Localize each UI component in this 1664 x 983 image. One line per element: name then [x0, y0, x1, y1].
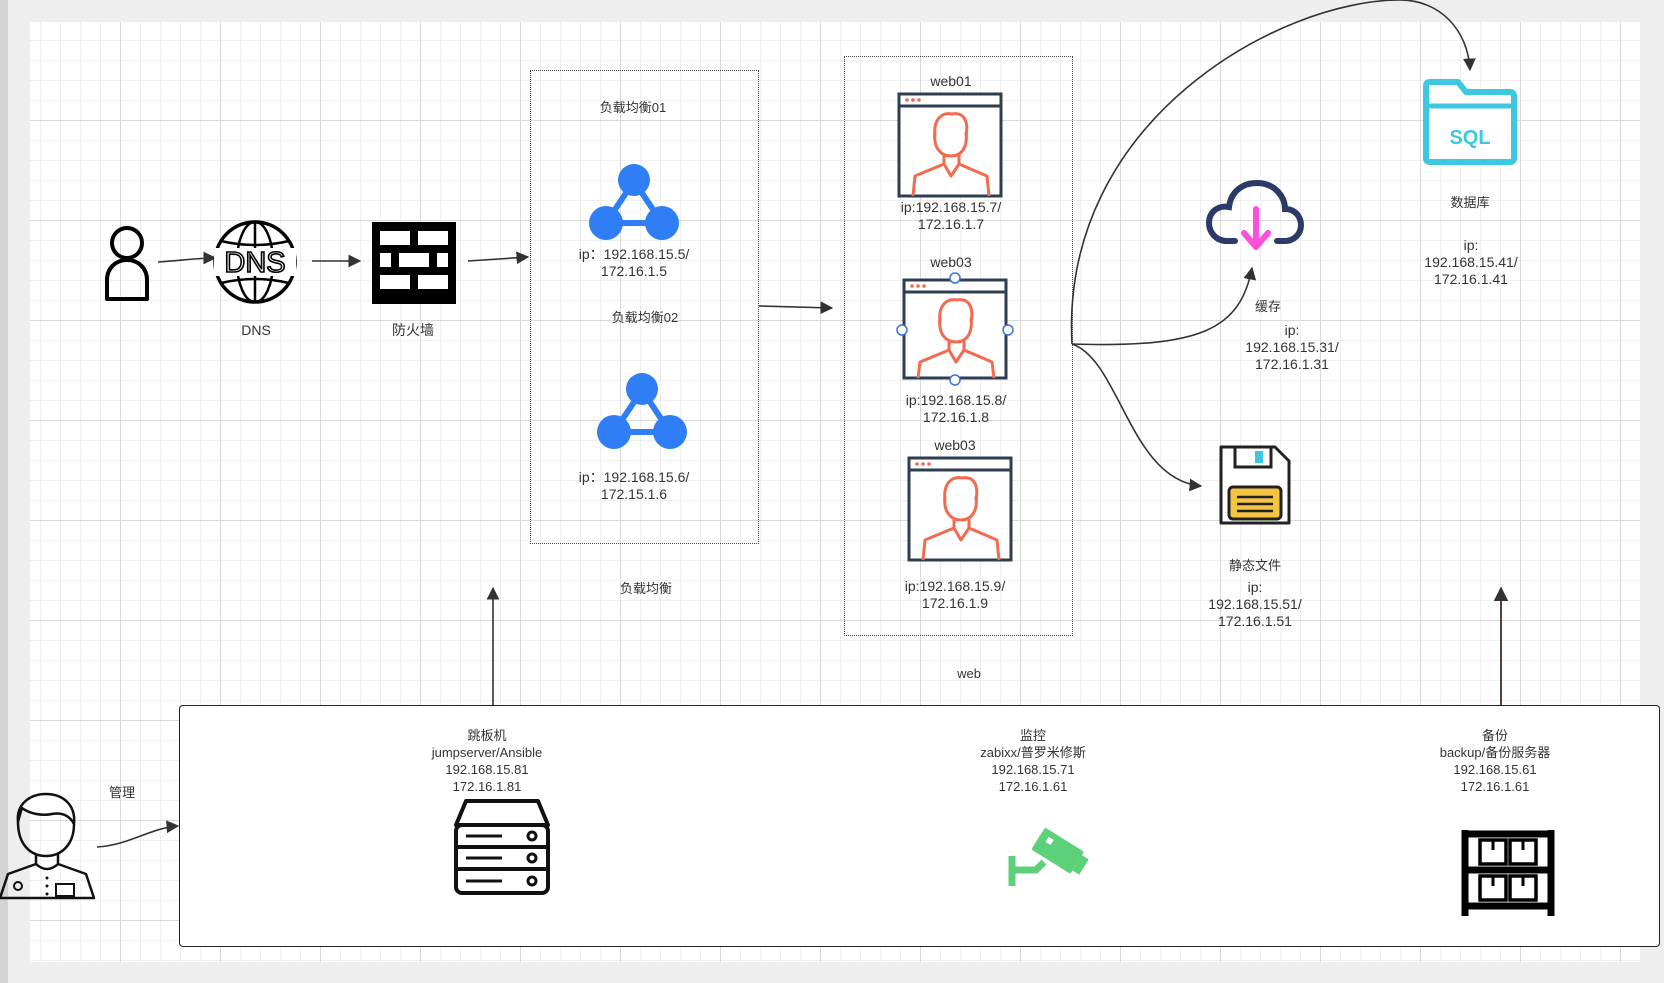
database-ip-line2: 192.168.15.41/ [1424, 254, 1518, 270]
web03-ip: ip:192.168.15.9/ 172.16.1.9 [905, 578, 1005, 612]
lb02-ip: ip：192.168.15.6/ 172.15.1.6 [579, 469, 690, 503]
web01-ip-line1: ip:192.168.15.7/ [900, 199, 1002, 215]
backup-line1: backup/备份服务器 [1439, 745, 1551, 760]
backup-title: 备份 [1481, 728, 1509, 743]
lb01-ip-line2: 172.16.1.5 [600, 263, 668, 279]
backup-storage-rack-icon[interactable] [1460, 830, 1556, 916]
database-title: 数据库 [1450, 195, 1490, 210]
static-ip-line2: 192.168.15.51/ [1208, 596, 1302, 612]
cache-title: 缓存 [1254, 299, 1282, 314]
lb02-title: 负载均衡02 [611, 310, 679, 325]
load-balancer-group[interactable] [530, 70, 759, 544]
lb02-ip-line1: ip：192.168.15.6/ [578, 469, 690, 485]
left-edge [0, 0, 8, 983]
web02-ip: ip:192.168.15.8/ 172.16.1.8 [906, 392, 1006, 426]
firewall-label: 防火墙 [392, 322, 434, 338]
database-ip-line1: ip: [1463, 237, 1479, 253]
static-ip-line1: ip: [1247, 579, 1263, 595]
web03-title: web03 [934, 437, 976, 453]
cache-cloud-download-icon[interactable] [1205, 177, 1305, 253]
database-ip: ip: 192.168.15.41/ 172.16.1.41 [1424, 237, 1517, 288]
web02-ip-line1: ip:192.168.15.8/ [905, 392, 1007, 408]
web03-server-icon[interactable] [907, 456, 1015, 562]
admin-label: 管理 [108, 785, 136, 800]
web03-ip-line1: ip:192.168.15.9/ [904, 578, 1006, 594]
dns-icon-text: DNS [224, 247, 285, 279]
backup-line3: 172.16.1.61 [1460, 779, 1530, 794]
monitor-line2: 192.168.15.71 [991, 762, 1075, 777]
database-ip-line3: 172.16.1.41 [1434, 271, 1508, 287]
user-icon[interactable] [100, 222, 154, 302]
lb01-network-icon[interactable] [589, 163, 681, 243]
web02-ip-line2: 172.16.1.8 [922, 409, 990, 425]
lb02-ip-line2: 172.15.1.6 [600, 486, 668, 502]
jump-line3: 172.16.1.81 [452, 779, 522, 794]
web01-title: web01 [930, 73, 972, 89]
web02-title: web03 [930, 254, 972, 270]
jump-line2: 192.168.15.81 [445, 762, 529, 777]
lb01-ip: ip：192.168.15.5/ 172.16.1.5 [579, 246, 690, 280]
monitor-info: 监控 zabixx/普罗米修斯 192.168.15.71 172.16.1.6… [980, 727, 1085, 795]
database-icon-text: SQL [1449, 127, 1490, 149]
web01-ip: ip:192.168.15.7/ 172.16.1.7 [901, 199, 1001, 233]
jumpserver-server-icon[interactable] [452, 797, 552, 897]
backup-info: 备份 backup/备份服务器 192.168.15.61 172.16.1.6… [1440, 727, 1551, 795]
monitor-camera-icon[interactable] [1008, 826, 1092, 890]
cache-ip-line3: 172.16.1.31 [1255, 356, 1329, 372]
cache-ip-line1: ip: [1284, 322, 1300, 338]
monitor-title: 监控 [1019, 728, 1046, 743]
lb02-network-icon[interactable] [597, 372, 689, 452]
lb01-title: 负载均衡01 [599, 100, 667, 115]
cache-ip: ip: 192.168.15.31/ 172.16.1.31 [1245, 322, 1338, 373]
web01-ip-line2: 172.16.1.7 [917, 216, 985, 232]
static-floppy-icon[interactable] [1217, 443, 1293, 527]
web-group-label: web [957, 666, 981, 681]
static-ip-line3: 172.16.1.51 [1218, 613, 1292, 629]
firewall-icon[interactable] [370, 220, 458, 306]
management-zone[interactable] [179, 705, 1660, 947]
database-sql-folder-icon[interactable]: SQL [1422, 78, 1518, 166]
web01-server-icon[interactable] [897, 92, 1005, 198]
jump-info: 跳板机 jumpserver/Ansible 192.168.15.81 172… [432, 727, 543, 795]
web02-server-icon[interactable] [896, 272, 1014, 386]
static-ip: ip: 192.168.15.51/ 172.16.1.51 [1208, 579, 1301, 630]
jump-line1: jumpserver/Ansible [431, 745, 543, 760]
dns-label: DNS [241, 322, 271, 338]
lb01-ip-line1: ip：192.168.15.5/ [578, 246, 690, 262]
web03-ip-line2: 172.16.1.9 [921, 595, 989, 611]
monitor-line1: zabixx/普罗米修斯 [980, 745, 1086, 760]
admin-person-icon[interactable] [0, 790, 98, 902]
dns-globe-icon[interactable]: DNS [212, 219, 298, 305]
lb-group-label: 负载均衡 [619, 581, 673, 596]
jump-title: 跳板机 [467, 728, 507, 743]
monitor-line3: 172.16.1.61 [998, 779, 1068, 794]
cache-ip-line2: 192.168.15.31/ [1245, 339, 1339, 355]
static-title: 静态文件 [1228, 558, 1282, 573]
backup-line2: 192.168.15.61 [1453, 762, 1537, 777]
